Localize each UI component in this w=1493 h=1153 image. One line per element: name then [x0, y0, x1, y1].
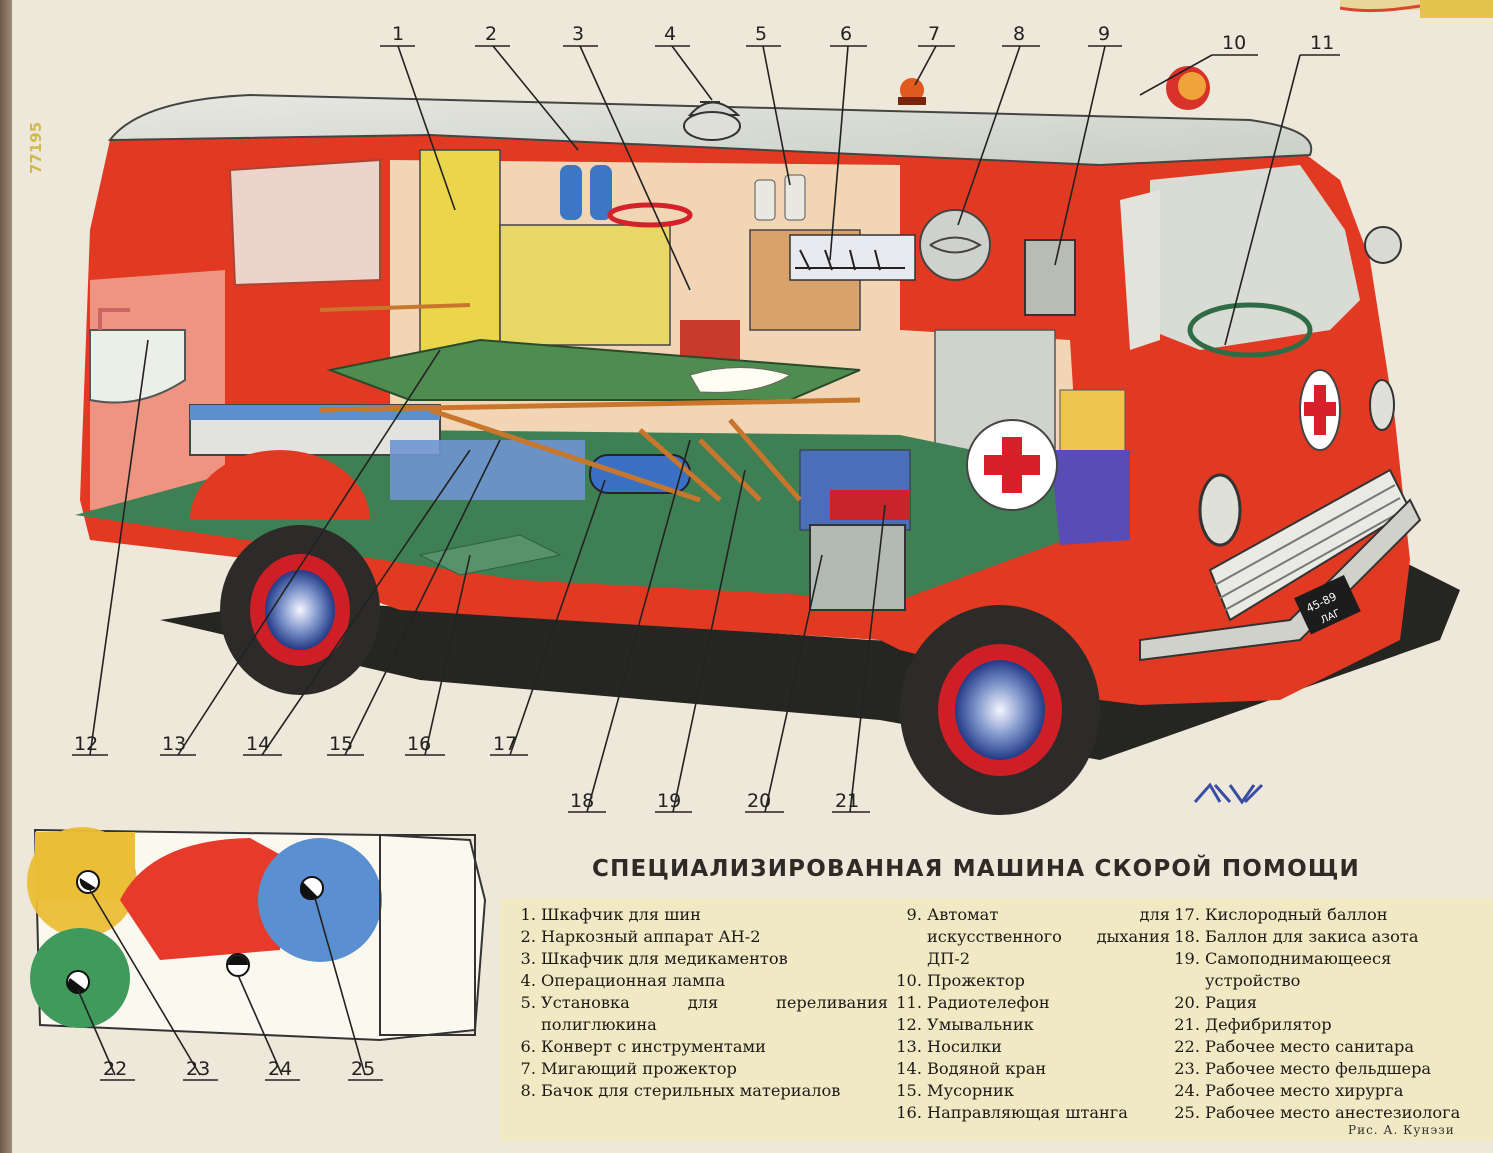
red-cross-emblem [966, 419, 1058, 511]
legend-item: 21.Дефибрилятор [1174, 1015, 1332, 1034]
stamp-number: 77195 [27, 122, 45, 174]
callout-6: 6 [840, 23, 852, 45]
legend-item: 8.Бачок для стерильных материалов [520, 1081, 841, 1100]
callout-25: 25 [351, 1058, 375, 1080]
callout-23: 23 [186, 1058, 210, 1080]
legend-item: 19.Самоподнимающееся устройство [1174, 949, 1392, 990]
callout-leaders-bottom [72, 339, 886, 813]
legend-item: 6.Конверт с инструментами [520, 1037, 766, 1056]
callout-18: 18 [570, 790, 594, 812]
callout-16: 16 [407, 733, 431, 755]
callout-21: 21 [835, 790, 859, 812]
callout-10: 10 [1222, 32, 1246, 54]
callout-11: 11 [1310, 32, 1334, 54]
legend-item: 13.Носилки [896, 1037, 1002, 1056]
legend-item: 1.Шкафчик для шин [520, 905, 701, 924]
front-cross-emblem [1299, 369, 1341, 451]
legend-panel [500, 898, 1493, 1141]
legend-item: 15.Мусорник [896, 1081, 1014, 1100]
callout-7: 7 [928, 23, 940, 45]
callout-2: 2 [485, 23, 497, 45]
callout-22: 22 [103, 1058, 127, 1080]
callout-1: 1 [392, 23, 404, 45]
callout-5: 5 [755, 23, 767, 45]
legend-item: 17.Кислородный баллон [1174, 905, 1388, 924]
stretcher [319, 303, 861, 503]
floor [75, 404, 1130, 611]
legend-item: 3.Шкафчик для медикаментов [520, 949, 788, 968]
callout-numbers-bottom: 12 13 14 15 16 17 18 19 20 21 [74, 733, 859, 812]
callout-8: 8 [1013, 23, 1025, 45]
legend-item: 12.Умывальник [896, 1015, 1034, 1034]
legend-item: 24.Рабочее место хирурга [1174, 1081, 1404, 1100]
callout-20: 20 [747, 790, 771, 812]
front-wheel [900, 605, 1100, 815]
callout-19: 19 [657, 790, 681, 812]
artist-credit: Рис. А. Кунэзи [1348, 1123, 1455, 1137]
callout-9: 9 [1098, 23, 1110, 45]
legend-column-1: 1.Шкафчик для шин 2.Наркозный аппарат АН… [508, 904, 888, 1102]
callout-24: 24 [268, 1058, 292, 1080]
callout-17: 17 [493, 733, 517, 755]
callout-leaders-top [380, 45, 1340, 346]
legend-column-2: 9.Автомат для искусственного дыхания ДП-… [894, 904, 1170, 1124]
artist-monogram [1193, 782, 1264, 805]
top-ribbon [1339, 0, 1493, 18]
legend-item: 22.Рабочее место санитара [1174, 1037, 1415, 1056]
poster-title: СПЕЦИАЛИЗИРОВАННАЯ МАШИНА СКОРОЙ ПОМОЩИ [592, 856, 1361, 882]
legend-item: 25.Рабочее место анестезиолога [1174, 1103, 1461, 1122]
legend-item: 20.Рация [1174, 993, 1257, 1012]
callout-3: 3 [572, 23, 584, 45]
legend-item: 5.Установка для переливания полиглюкина [520, 993, 888, 1034]
legend-item: 10.Прожектор [896, 971, 1025, 990]
legend-column-3: 17.Кислородный баллон 18.Баллон для заки… [1172, 904, 1482, 1124]
legend-item: 16.Направляющая штанга [896, 1103, 1128, 1122]
poster-edge [0, 0, 14, 1153]
callout-15: 15 [329, 733, 353, 755]
callout-14: 14 [246, 733, 270, 755]
callout-numbers-top: 1 2 3 4 5 6 7 8 9 10 11 [392, 23, 1334, 54]
legend-item: 14.Водяной кран [896, 1059, 1047, 1078]
rear-wheel [220, 525, 380, 695]
legend-item: 4.Операционная лампа [520, 971, 726, 990]
legend-item: 23.Рабочее место фельдшера [1174, 1059, 1432, 1078]
front-end: 45-89 ЛАГ [898, 66, 1422, 662]
ground-shadow [160, 560, 1460, 760]
legend-item: 18.Баллон для закиса азота [1174, 927, 1419, 946]
callout-13: 13 [162, 733, 186, 755]
legend-item: 9.Автомат для искусственного дыхания ДП-… [906, 905, 1170, 968]
legend-item: 2.Наркозный аппарат АН-2 [520, 927, 761, 946]
legend-item: 7.Мигающий прожектор [520, 1059, 737, 1078]
callout-4: 4 [664, 23, 676, 45]
legend-item: 11.Радиотелефон [896, 993, 1050, 1012]
floor-plan: 22 23 24 25 [27, 827, 487, 1081]
stamp-number-text: 77195 [27, 122, 45, 174]
wash-basin [89, 308, 186, 404]
callout-12: 12 [74, 733, 98, 755]
